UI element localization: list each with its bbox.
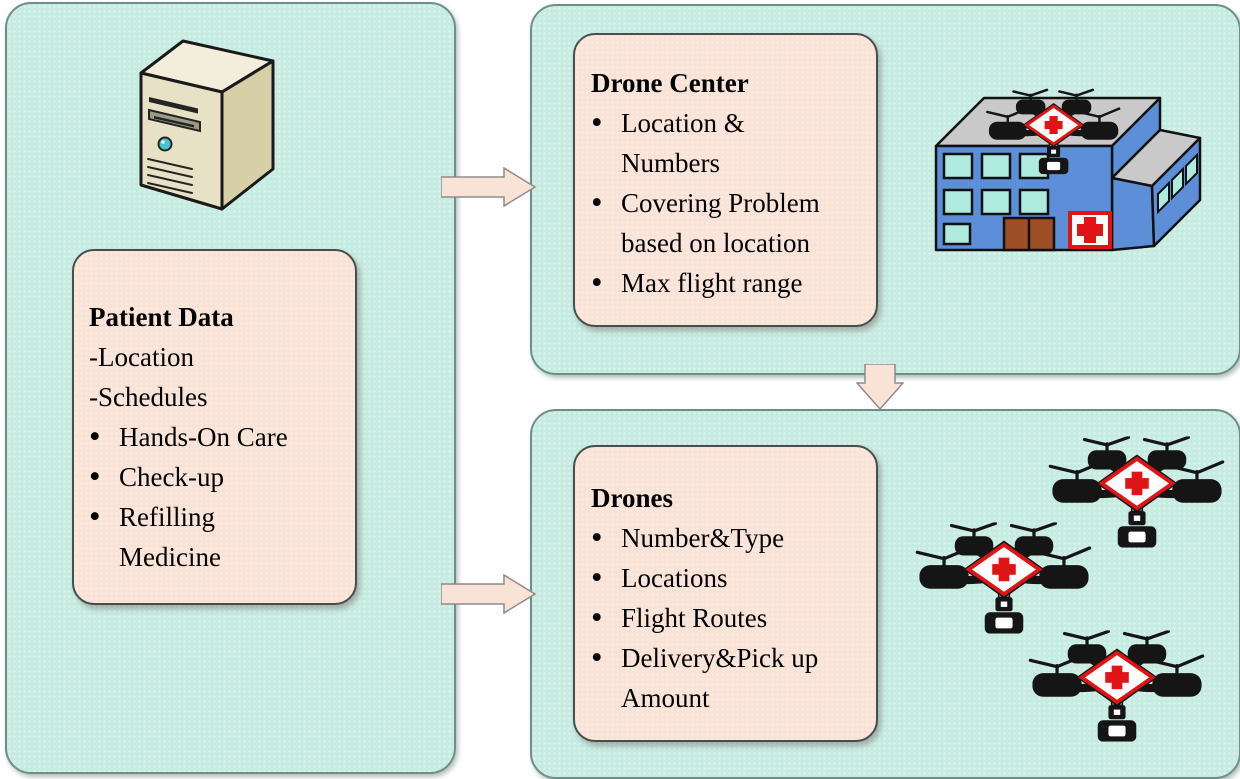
list-item-text: Check-up [119,462,224,492]
list-item: - Schedules [89,377,345,417]
bullet-marker: • [591,520,603,556]
list-item-text: Location [98,342,194,372]
list-item-text: Schedules [98,382,208,412]
list-item: • Locations [591,558,868,598]
list-item-text: Max flight range [621,268,803,298]
list-item: • Check-up [89,457,345,497]
list-item: • Covering Problem based on location [591,183,868,263]
hospital-door [1002,216,1056,252]
list-item-text: Locations [621,563,728,593]
list-item-text: Covering Problem based on location [621,188,820,258]
bullet-marker: • [591,265,603,301]
bullet-marker: • [591,600,603,636]
dash-marker: - [89,342,98,372]
panel-title: Drone Center [591,68,749,98]
server-tower-icon [139,39,275,211]
block-arrow-right-icon [441,574,536,614]
red-cross-sign [1068,211,1112,249]
quadcopter-drone-icon [913,522,1095,634]
bullet-marker: • [89,499,101,535]
bullet-marker: • [89,419,101,455]
patient-data-panel: Patient Data - Location - Schedules • Ha… [72,249,357,605]
list-item: • Flight Routes [591,598,868,638]
list-item-text: Flight Routes [621,603,768,633]
block-arrow-right-icon [441,167,536,207]
block-arrow-down-icon [856,364,904,410]
wing-windows [1157,152,1198,215]
bullet-marker: • [591,185,603,221]
hospital-building-icon [934,78,1202,252]
list-item: • Max flight range [591,263,868,303]
drone-center-panel: Drone Center • Location & Numbers • Cove… [573,33,878,327]
list-item-text: Delivery&Pick up Amount [621,643,819,713]
list-item-text: Hands-On Care [119,422,288,452]
server-front-details [147,97,201,194]
list-item: • Delivery&Pick up Amount [591,638,868,718]
list-item: • Location & Numbers [591,103,868,183]
quadcopter-drone-icon [1026,630,1208,742]
bullet-marker: • [89,459,101,495]
list-item: - Location [89,337,345,377]
bullet-marker: • [591,560,603,596]
list-item: • Number&Type [591,518,868,558]
list-item-text: Refilling Medicine [119,502,221,572]
list-item-text: Number&Type [621,523,785,553]
list-item: • Refilling Medicine [89,497,345,577]
dash-marker: - [89,382,98,412]
bullet-marker: • [591,640,603,676]
drones-panel: Drones • Number&Type • Locations • Fligh… [573,445,878,742]
list-item-text: Location & Numbers [621,108,745,178]
list-item: • Hands-On Care [89,417,345,457]
panel-title: Drones [591,483,674,513]
bullet-marker: • [591,105,603,141]
panel-title: Patient Data [89,302,234,332]
